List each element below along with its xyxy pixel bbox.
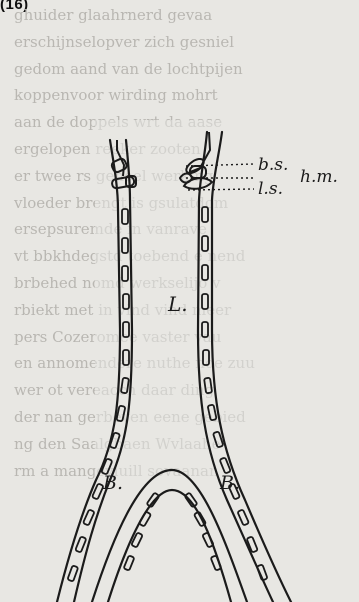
label-hm: h.m. xyxy=(300,167,338,187)
label-B-left: B. xyxy=(102,472,123,494)
label-bs: b.s. xyxy=(258,155,288,175)
label-B-right: B. xyxy=(219,472,240,494)
left-ring xyxy=(83,509,95,525)
label-ls: l.s. xyxy=(258,179,283,199)
label-L: L. xyxy=(167,292,188,316)
left-ring xyxy=(67,565,78,581)
left-ring xyxy=(75,536,86,552)
